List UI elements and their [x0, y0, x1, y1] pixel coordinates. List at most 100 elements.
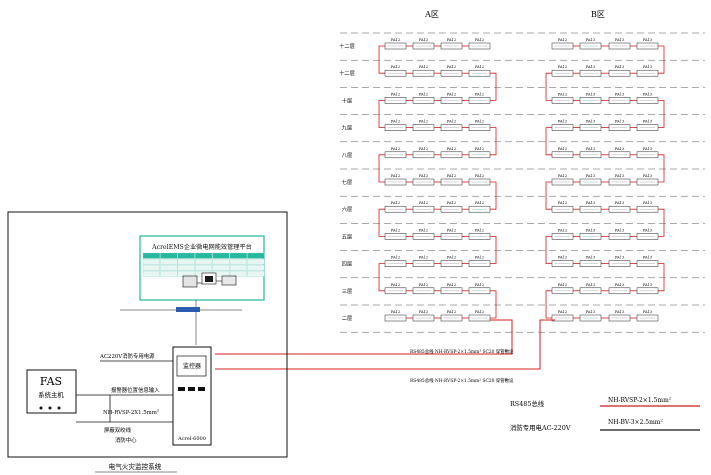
floor-label: 十层	[342, 96, 352, 104]
bus-riser	[658, 100, 665, 128]
software-menu-cell	[195, 258, 213, 265]
software-menu-cell	[229, 270, 247, 277]
bus-riser	[378, 45, 385, 74]
module-id: PA12	[447, 92, 456, 96]
software-menu-cell	[142, 264, 160, 271]
software-menu-cell	[177, 258, 195, 265]
bus-line-2-label: RS485总线 NH-RVSP-2×1.5mm² SC20 穿管敷设	[410, 377, 514, 384]
module-id: PA12	[419, 256, 428, 260]
bus-riser	[490, 290, 497, 319]
software-menu-cell	[160, 258, 178, 265]
module-id: PA12	[391, 174, 400, 178]
software-menu-cell	[177, 264, 195, 271]
software-menu-cell	[212, 258, 230, 265]
bus-riser	[378, 100, 385, 128]
module-id: PA12	[558, 65, 567, 69]
bus-riser	[378, 154, 385, 183]
module-id: PA12	[391, 283, 400, 287]
module-id: PA13	[615, 310, 625, 314]
module-id: PA13	[615, 283, 625, 287]
module-id: PA13	[643, 228, 653, 232]
shield-label: 屏蔽双绞线	[104, 426, 132, 434]
software-menu-cell	[142, 258, 160, 265]
system-outline	[7, 211, 288, 458]
bus-riser	[545, 235, 552, 265]
module-id: PA12	[475, 256, 484, 260]
software-menu-cell	[195, 264, 213, 271]
module-id: PA13	[586, 65, 596, 69]
software-menu-cell	[229, 264, 247, 271]
module-id: PA12	[391, 228, 400, 232]
software-menu-cell	[247, 252, 265, 259]
module-id: PA12	[419, 174, 428, 178]
bus-riser	[658, 45, 665, 74]
module-id: PA12	[419, 38, 428, 42]
module-id: PA13	[643, 120, 653, 124]
module-id: PA12	[447, 147, 456, 151]
monitor-device	[172, 346, 212, 446]
fas-host	[26, 369, 77, 414]
bus-riser	[490, 235, 497, 265]
module-id: PA12	[447, 174, 456, 178]
floor-label: 五层	[342, 233, 352, 240]
software-menu-cell	[247, 264, 265, 271]
module-id: PA12	[447, 256, 456, 260]
bus-riser	[545, 290, 552, 319]
fas-title: FAS	[40, 375, 62, 388]
zone-a-label: A区	[424, 10, 439, 19]
bus-riser	[490, 127, 497, 156]
module-id: PA13	[615, 174, 625, 178]
software-menu-cell	[177, 252, 195, 259]
alarm-input-label: 报警器位置信息输入	[111, 386, 160, 394]
module-id: PA12	[419, 120, 428, 124]
module-id: PA12	[419, 201, 428, 205]
module-id: PA12	[475, 147, 484, 151]
floor-label: 七层	[342, 178, 352, 186]
software-menu	[142, 252, 265, 277]
module-id: PA13	[615, 38, 625, 42]
module-id: PA12	[419, 283, 428, 287]
module-id: PA13	[615, 120, 625, 124]
device-model-label: Acrel-6000	[177, 436, 206, 442]
bus-riser	[658, 263, 665, 292]
software-menu-cell	[160, 264, 178, 271]
legend-power-label: 消防专用电AC-220V	[510, 423, 571, 432]
module-id: PA12	[391, 256, 400, 260]
module-id: PA12	[419, 65, 428, 69]
module-id: PA12	[391, 310, 400, 314]
network-devices	[182, 272, 237, 288]
switch-unit	[120, 300, 242, 345]
bus-riser	[378, 263, 385, 292]
module-id: PA12	[475, 174, 484, 178]
software-menu-cell	[247, 258, 265, 265]
bus-line-1-label: RS485总线 NH-RVSP-2×1.5mm² SC20 穿管敷设	[410, 348, 514, 355]
center-label: 消防中心	[115, 436, 137, 444]
module-id: PA13	[586, 201, 596, 205]
module-id: PA12	[475, 283, 484, 287]
software-menu-cell	[247, 270, 265, 277]
module-id: PA13	[615, 256, 625, 260]
module-id: PA13	[586, 147, 596, 151]
module-id: PA13	[586, 38, 596, 42]
software-menu-cell	[160, 270, 178, 277]
floor-label: 三层	[342, 288, 352, 295]
module-id: PA12	[419, 310, 428, 314]
bus-riser	[658, 154, 665, 183]
floor-label: 十二层	[339, 42, 355, 50]
module-id: PA13	[615, 92, 625, 96]
zone-b-label: B区	[591, 10, 605, 19]
module-id: PA12	[447, 38, 456, 42]
bus-riser	[545, 181, 552, 210]
software-menu-cell	[212, 252, 230, 259]
module-id: PA12	[447, 310, 456, 314]
module-id: PA13	[586, 174, 596, 178]
module-id: PA13	[643, 201, 653, 205]
module-id: PA12	[475, 120, 484, 124]
module-id: PA13	[615, 65, 625, 69]
software-menu-cell	[212, 264, 230, 271]
floor-label: 六层	[342, 205, 352, 213]
module-id: PA12	[558, 38, 567, 42]
floor-label: 四层	[342, 261, 352, 268]
